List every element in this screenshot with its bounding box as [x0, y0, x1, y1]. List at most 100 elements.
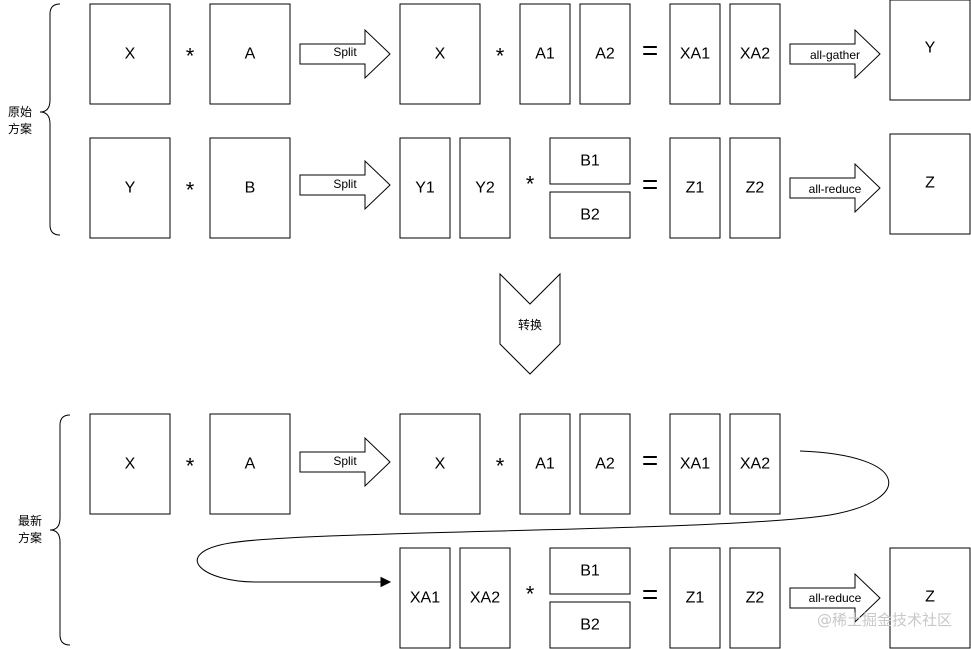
box-b1	[549, 137, 631, 185]
box-a2-label: A2	[595, 456, 615, 473]
all-reduce-arrow-label: all-reduce	[809, 182, 862, 196]
box-y-label: Y	[125, 180, 136, 197]
box-xa2-label: XA2	[740, 46, 770, 63]
box-b1-label: B1	[580, 563, 600, 580]
box-b2	[549, 601, 631, 649]
box-x-label: X	[125, 456, 136, 473]
box-z1-label: Z1	[686, 590, 705, 607]
brace-new	[49, 414, 71, 646]
split-arrow-label: Split	[333, 45, 357, 59]
box-xa2-label: XA2	[470, 590, 500, 607]
multiply-sign: *	[526, 172, 535, 197]
box-z1	[669, 547, 721, 649]
box-z-result	[889, 547, 971, 649]
box-a	[209, 3, 291, 105]
split-arrow-label: Split	[333, 177, 357, 191]
box-b-label: B	[245, 180, 256, 197]
original-row-2: Y * B Split Y1 Y2 * B1 B2 = Z1 Z2 all-re…	[89, 133, 971, 239]
multiply-sign: *	[526, 582, 535, 607]
equals-sign: =	[642, 35, 658, 66]
equals-sign: =	[642, 169, 658, 200]
box-a1-label: A1	[535, 46, 555, 63]
all-reduce-arrow	[789, 162, 881, 214]
box-xa1-label: XA1	[680, 46, 710, 63]
box-a2-label: A2	[595, 46, 615, 63]
watermark-text: @稀土掘金技术社区	[817, 611, 952, 629]
multiply-sign: *	[496, 454, 505, 479]
box-x-after	[399, 413, 481, 515]
multiply-sign: *	[496, 44, 505, 69]
box-x-after	[399, 3, 481, 105]
box-xa1-label: XA1	[680, 456, 710, 473]
equals-sign: =	[642, 445, 658, 476]
box-a1-label: A1	[535, 456, 555, 473]
split-arrow	[299, 159, 391, 211]
box-xa1	[669, 3, 721, 105]
new-row-1: X * A Split X * A1 A2 = XA1 XA2	[89, 413, 781, 515]
box-a-label: A	[245, 456, 256, 473]
box-xa2	[729, 413, 781, 515]
box-z-result	[889, 133, 971, 235]
box-xa2	[729, 3, 781, 105]
box-y1	[399, 137, 451, 239]
box-a2	[579, 413, 631, 515]
box-x-after-label: X	[435, 456, 446, 473]
box-xa1	[669, 413, 721, 515]
box-b2-label: B2	[580, 617, 600, 634]
box-z2	[729, 547, 781, 649]
box-y-result	[889, 0, 971, 101]
box-b1-label: B1	[580, 153, 600, 170]
split-arrow	[299, 28, 391, 80]
brace-original	[39, 3, 61, 236]
box-y-result-label: Y	[925, 40, 936, 57]
box-a	[209, 413, 291, 515]
new-row-2: XA1 XA2 * B1 B2 = Z1 Z2 all-reduce Z	[399, 547, 971, 649]
curved-connector-arrow	[196, 450, 890, 583]
multiply-sign: *	[186, 454, 195, 479]
box-xa1	[399, 547, 451, 649]
box-z2-label: Z2	[746, 590, 765, 607]
side-label-new-line1: 最新	[18, 513, 42, 528]
all-gather-arrow	[789, 28, 881, 80]
box-z-result-label: Z	[925, 589, 935, 606]
box-b2-label: B2	[580, 207, 600, 224]
all-reduce-arrow-label: all-reduce	[809, 591, 862, 605]
box-x-label: X	[125, 46, 136, 63]
box-z-result-label: Z	[925, 175, 935, 192]
box-a1	[519, 3, 571, 105]
box-y	[89, 137, 171, 239]
side-label-new-line2: 方案	[18, 530, 42, 545]
box-y1-label: Y1	[415, 180, 435, 197]
box-xa2-label: XA2	[740, 456, 770, 473]
side-label-original-line1: 原始	[8, 105, 32, 119]
box-a-label: A	[245, 46, 256, 63]
all-gather-arrow-label: all-gather	[810, 48, 860, 62]
box-b1	[549, 547, 631, 595]
box-b2	[549, 191, 631, 239]
multiply-sign: *	[186, 44, 195, 69]
box-z1	[669, 137, 721, 239]
box-x	[89, 413, 171, 515]
original-row-1: X * A Split X * A1 A2 = XA1 XA2 all-gath…	[89, 0, 971, 105]
equals-sign: =	[642, 579, 658, 610]
convert-label: 转换	[518, 317, 542, 332]
box-x-after-label: X	[435, 46, 446, 63]
box-xa1-label: XA1	[410, 590, 440, 607]
box-z2-label: Z2	[746, 180, 765, 197]
box-z1-label: Z1	[686, 180, 705, 197]
box-a1	[519, 413, 571, 515]
all-reduce-arrow	[789, 572, 881, 624]
box-y2-label: Y2	[475, 180, 495, 197]
box-x	[89, 3, 171, 105]
side-label-original-line2: 方案	[8, 121, 32, 136]
box-a2	[579, 3, 631, 105]
curved-connector-arrowhead	[380, 576, 392, 588]
box-z2	[729, 137, 781, 239]
multiply-sign: *	[186, 178, 195, 203]
box-y2	[459, 137, 511, 239]
convert-chevron	[499, 272, 561, 375]
box-xa2	[459, 547, 511, 649]
split-arrow-label: Split	[333, 454, 357, 468]
